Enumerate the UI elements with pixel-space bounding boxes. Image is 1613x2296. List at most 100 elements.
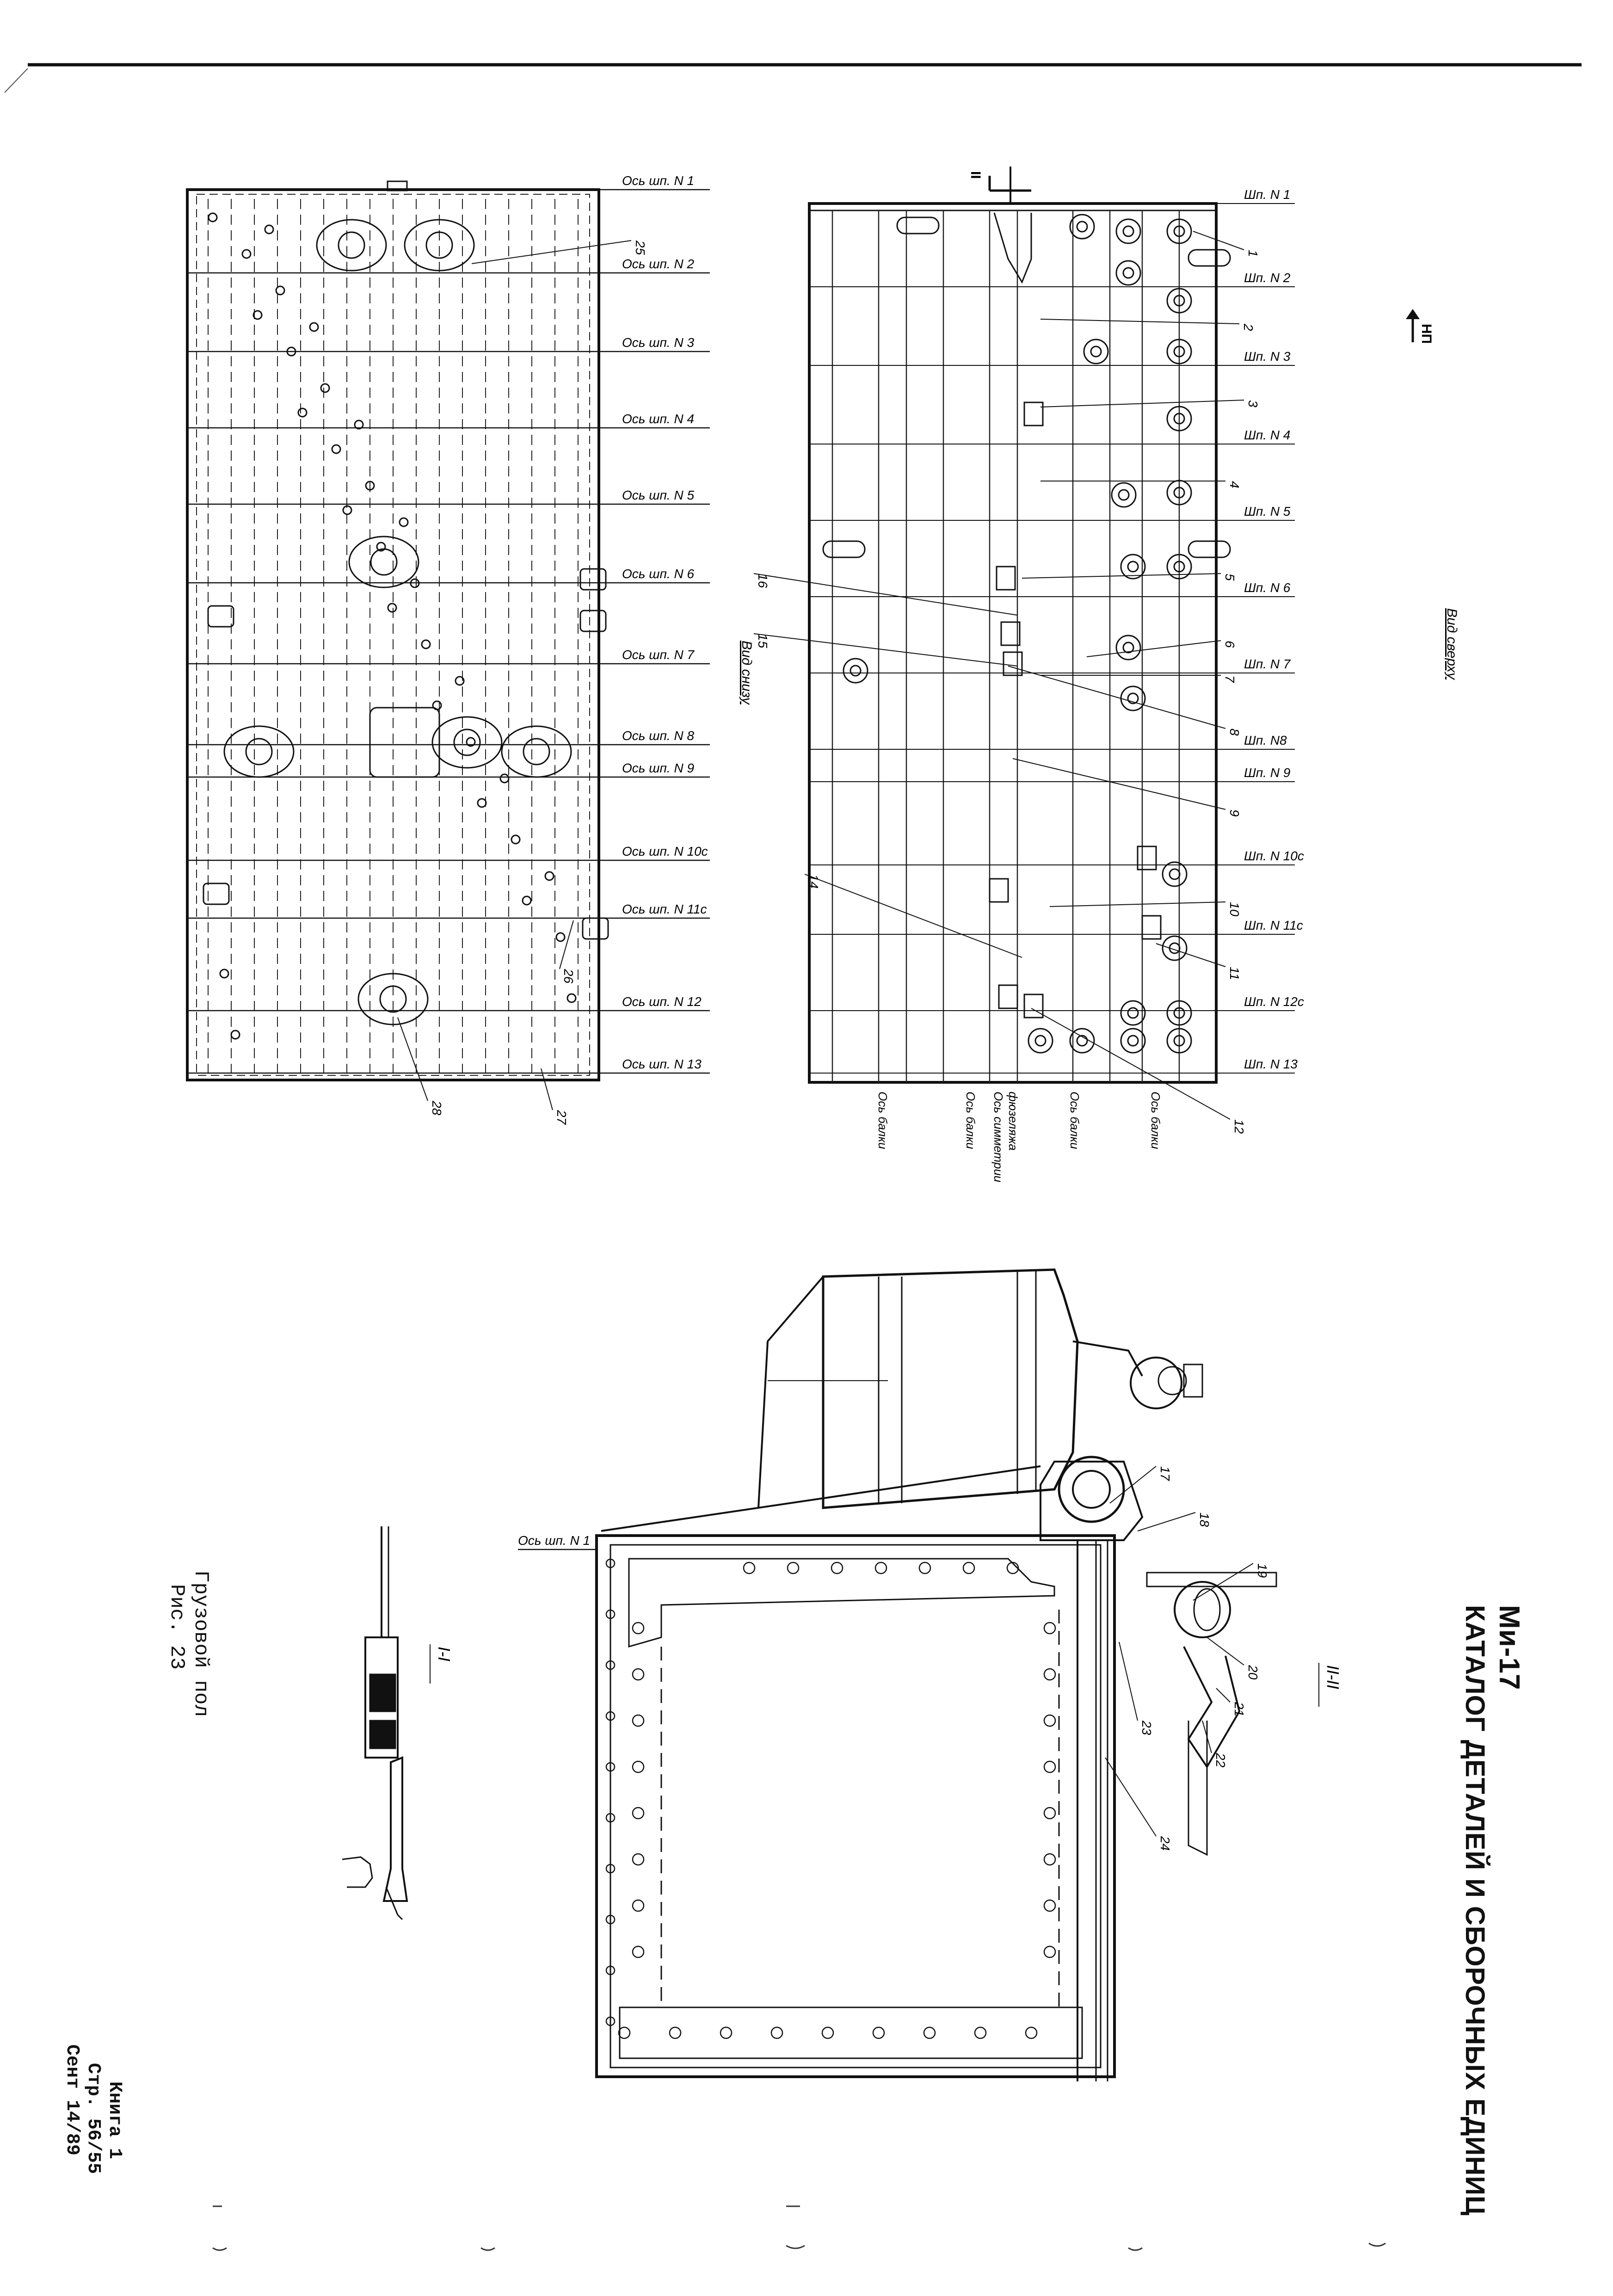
hatch-bolt xyxy=(425,231,453,259)
rivet xyxy=(1043,1853,1056,1866)
floor-tiedown-ring xyxy=(1028,1028,1053,1054)
top-view-label: Вид сверху xyxy=(1444,608,1459,680)
floor-tiedown-ring xyxy=(1120,685,1146,711)
callout-number: 8 xyxy=(1227,728,1242,736)
tiedown-center xyxy=(1127,1007,1139,1019)
floor-tiedown-ring xyxy=(1162,935,1188,961)
rivet xyxy=(605,1864,616,1874)
floor-rivet xyxy=(399,517,409,527)
rivet xyxy=(605,1609,616,1619)
callout-leader xyxy=(471,240,632,264)
floor-fitting xyxy=(1000,621,1021,646)
bottom-frame-label: Ось шп. N 7 xyxy=(622,648,695,662)
tiedown-center xyxy=(1076,1035,1088,1047)
tiedown-center xyxy=(1122,642,1134,654)
tiedown-center xyxy=(1122,225,1134,237)
rivet xyxy=(632,1760,645,1773)
callout-number: 18 xyxy=(1197,1512,1212,1527)
floor-rivet xyxy=(230,1030,240,1040)
top-frame-label: Шп. N 3 xyxy=(1244,349,1291,364)
callout-leader xyxy=(541,1068,553,1111)
floor-rivet xyxy=(365,481,375,491)
callout-leader xyxy=(1049,901,1226,907)
callout-leader xyxy=(1008,666,1226,729)
callout-leader xyxy=(1040,319,1240,324)
callout-leader xyxy=(1040,400,1244,407)
callout-number: 9 xyxy=(1227,809,1242,817)
callout-number: 11 xyxy=(1227,967,1242,980)
callout-number: 17 xyxy=(1158,1466,1172,1481)
bottom-frame-label: Ось шп. N 13 xyxy=(622,1057,702,1071)
title-block: Ми-17 КАТАЛОГ ДЕТАЛЕЙ И СБОРОЧНЫХ ЕДИНИЦ xyxy=(1458,1605,1526,2216)
floor-fitting xyxy=(1003,651,1023,676)
callout-number: 27 xyxy=(554,1110,569,1125)
floor-fitting xyxy=(1023,994,1044,1018)
rivet xyxy=(1043,1714,1056,1727)
top-frame-label: Шп. N 1 xyxy=(1244,187,1290,202)
hinge-fitting xyxy=(993,212,1032,284)
floor-rivet xyxy=(387,603,397,613)
slot-fitting xyxy=(1188,249,1231,267)
floor-fitting xyxy=(989,878,1009,903)
floor-fitting xyxy=(998,984,1018,1009)
floor-tiedown-ring xyxy=(1120,1000,1146,1026)
callout-number: 21 xyxy=(1232,1702,1246,1716)
rivet xyxy=(787,1562,800,1574)
floor-tiedown-ring xyxy=(1120,1028,1146,1054)
callout-leader xyxy=(1109,1466,1157,1504)
callout-number: 26 xyxy=(561,969,576,984)
floor-rivet xyxy=(331,444,341,454)
rivet xyxy=(605,1914,616,1925)
floor-tiedown-ring xyxy=(1083,339,1109,364)
tiedown-center xyxy=(1173,346,1185,358)
bottom-view-panel xyxy=(186,180,710,1081)
floor-rivet xyxy=(297,407,308,418)
beam-axis-label: Ось балки xyxy=(964,1092,978,1149)
top-frame-label: Шп. N 4 xyxy=(1244,428,1290,442)
rivet xyxy=(632,1714,645,1727)
rivet xyxy=(632,1945,645,1958)
floor-rivet xyxy=(421,639,431,649)
tiedown-center xyxy=(1127,561,1139,573)
floor-tiedown-ring xyxy=(1166,1000,1192,1026)
floor-fitting xyxy=(1141,915,1162,940)
callout-leader xyxy=(1207,1637,1244,1666)
floor-fitting xyxy=(1023,401,1044,426)
floor-fitting xyxy=(203,883,230,905)
access-hatch xyxy=(223,725,295,778)
callout-number: 6 xyxy=(1223,641,1237,648)
bottom-frame-label: Ось шп. N 9 xyxy=(622,761,694,775)
callout-number: 25 xyxy=(633,240,647,255)
tiedown-center xyxy=(1173,225,1185,237)
top-frame-label: Шп. N8 xyxy=(1244,733,1287,747)
callout-number: 20 xyxy=(1246,1665,1260,1680)
access-hatch xyxy=(404,219,475,272)
bottom-frame-label: Ось шп. N 5 xyxy=(622,488,694,502)
rivet xyxy=(1043,1622,1056,1635)
floor-rivet xyxy=(410,578,420,588)
callout-number: 16 xyxy=(756,574,770,588)
callout-leader xyxy=(1105,1757,1157,1837)
callout-leader xyxy=(1193,1563,1254,1601)
rivet xyxy=(1006,1562,1019,1574)
hatch-bolt xyxy=(379,985,407,1013)
model-name: Ми-17 xyxy=(1493,1605,1525,1691)
callout-leader xyxy=(1216,1688,1231,1703)
floor-rivet xyxy=(566,993,577,1003)
beam-axis-label: Ось балки xyxy=(1149,1092,1163,1149)
floor-tiedown-ring xyxy=(1115,218,1141,244)
callout-number: 24 xyxy=(1158,1836,1172,1851)
callout-leader xyxy=(397,1017,428,1101)
floor-rivet xyxy=(342,505,352,515)
direction-arrow-icon: НП xyxy=(1406,309,1434,344)
rivet xyxy=(874,1562,887,1574)
tiedown-center xyxy=(1173,487,1185,499)
top-frame-label: Шп. N 2 xyxy=(1244,271,1291,285)
callout-number: 28 xyxy=(430,1100,444,1116)
rivet xyxy=(632,1668,645,1681)
top-view-panel: II xyxy=(808,167,1295,1084)
callout-number: 3 xyxy=(1246,400,1260,407)
tiedown-center xyxy=(850,665,862,677)
callout-leader xyxy=(753,633,1018,667)
floor-tiedown-ring xyxy=(1120,554,1146,580)
